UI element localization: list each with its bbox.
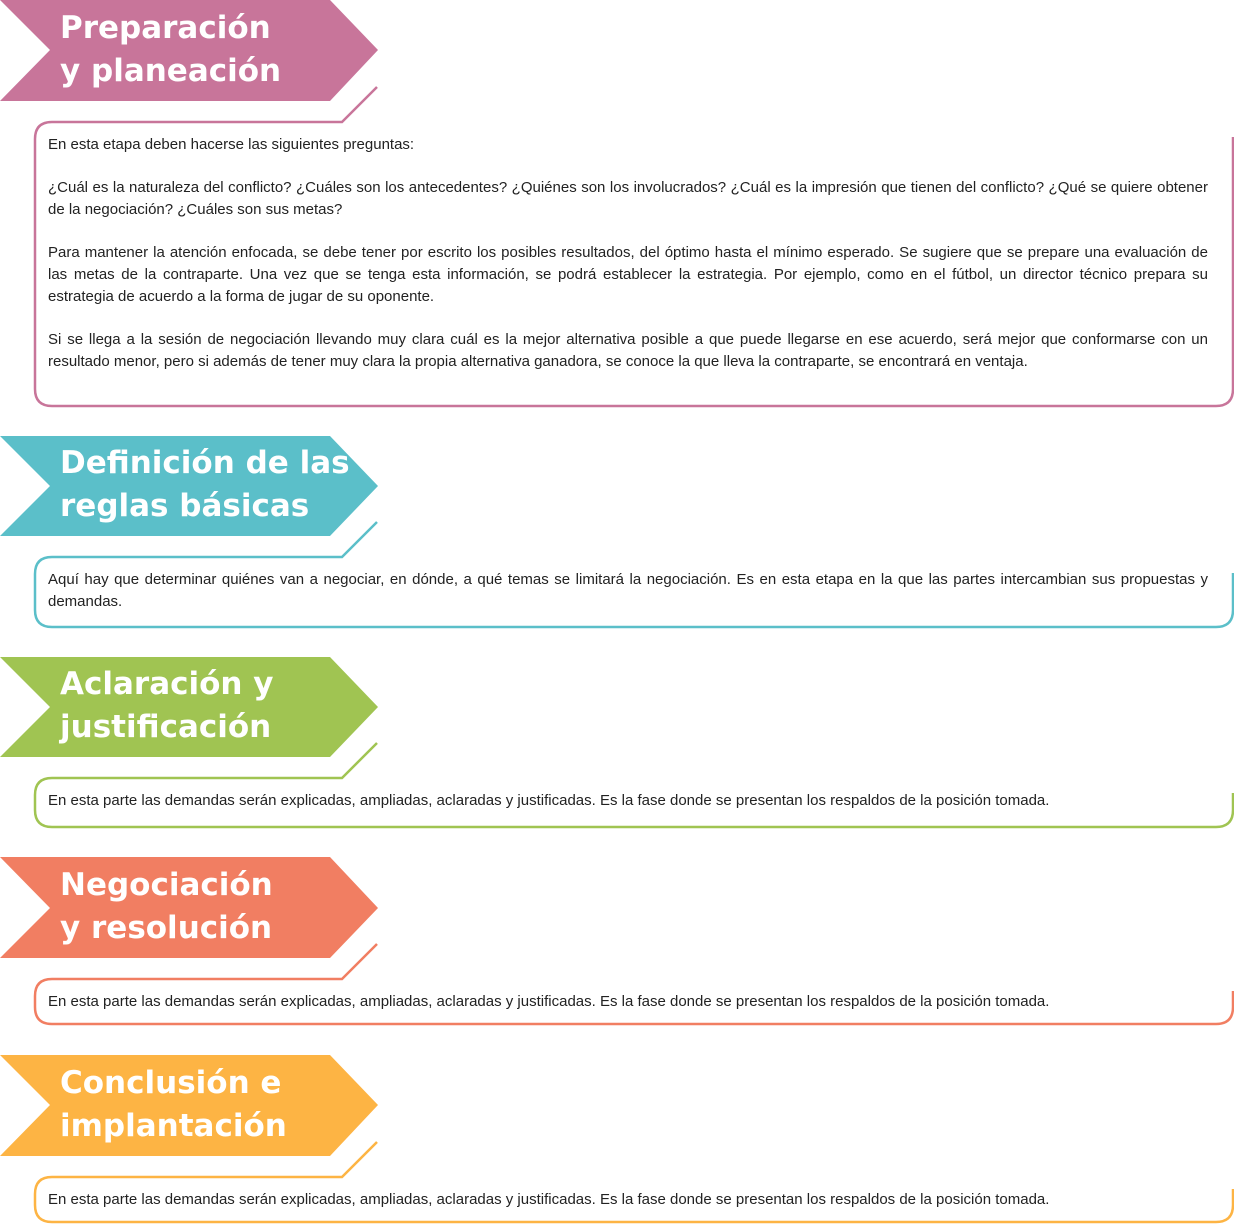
stage-3-description: En esta parte las demandas serán explica…: [48, 790, 1208, 812]
stage-1-arrow-banner: [0, 0, 378, 101]
stage-5-content-frame: [33, 1141, 1234, 1224]
stage-2-title: Definición de las reglas básicas: [60, 445, 350, 524]
stage-3-arrow-banner: [0, 657, 378, 757]
stage-2-paragraph-1: Aquí hay que determinar quiénes van a ne…: [48, 571, 1208, 610]
stage-3-title: Aclaración y justificación: [60, 666, 274, 745]
stage-5-title: Conclusión e implantación: [60, 1065, 287, 1144]
stage-5-paragraph-1: En esta parte las demandas serán explica…: [48, 1191, 1050, 1208]
stage-5-arrow-banner: [0, 1055, 378, 1156]
stage-4-paragraph-1: En esta parte las demandas serán explica…: [48, 993, 1050, 1010]
stage-1-title: Preparación y planeación: [60, 10, 282, 89]
stage-2-arrow-banner: [0, 436, 378, 536]
stage-1-paragraph-1: En esta etapa deben hacerse las siguient…: [48, 136, 415, 153]
stage-2-content-frame: [33, 521, 1234, 629]
stage-4-content-frame: [33, 943, 1234, 1026]
stage-4-description: En esta parte las demandas serán explica…: [48, 991, 1208, 1013]
stage-5-description: En esta parte las demandas serán explica…: [48, 1189, 1208, 1211]
stage-2-description: Aquí hay que determinar quiénes van a ne…: [48, 569, 1208, 612]
stage-4-arrow-banner: [0, 857, 378, 958]
stage-1-paragraph-3: Para mantener la atención enfocada, se d…: [48, 244, 1208, 305]
stage-3-content-frame: [33, 742, 1234, 829]
stage-1-content-frame: [33, 86, 1234, 408]
stage-4-title: Negociación y resolución: [60, 867, 273, 946]
stage-1-paragraph-4: Si se llega a la sesión de negociación l…: [48, 331, 1208, 370]
stage-3-paragraph-1: En esta parte las demandas serán explica…: [48, 792, 1050, 809]
stage-1-paragraph-2: ¿Cuál es la naturaleza del conflicto? ¿C…: [48, 179, 1208, 219]
stage-1-description: En esta etapa deben hacerse las siguient…: [48, 134, 1208, 373]
